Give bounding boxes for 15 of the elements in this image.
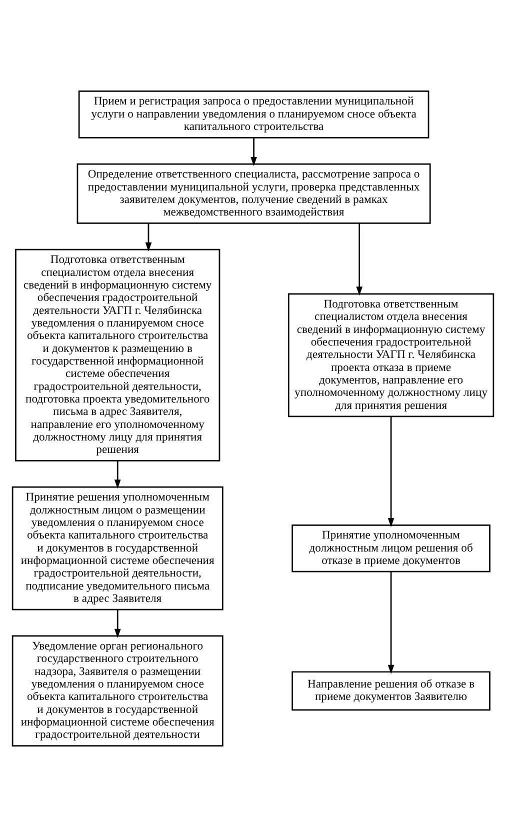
node-box: Направление решения об отказе в приеме документов Заявителю [292, 671, 490, 711]
node-box: Подготовка ответственным специалистом отдела внесения сведений в информационную систему обеспечения градостроительной деятельности УАГП г. Челябинска уведомления о планируемом сносе объекта капитального строительства и документов к размещению в государственной информационной системе обеспечения градостроительной деятельности, подготовка проекта уведомительного письма в адрес Заявителя, направление его уполномоченному должностному лицу для принятия решения [15, 248, 220, 462]
node-box: Определение ответственного специалиста, рассмотрение запроса о предоставлении муниципальной услуги, проверка представленных заявителем документов, получение сведений в рамках межведомственного взаимодействия [76, 163, 431, 224]
node-box: Уведомление орган регионального государственного строительного надзора, Заявителя о размещении уведомления о планируемом сносе объекта капитального строительства и документов в государственной информационной системе обеспечения градостроительной деятельности [12, 635, 224, 746]
arrow [114, 610, 121, 638]
node-box: Принятие уполномоченным должностным лицом решения об отказе в приеме документов [292, 524, 490, 572]
arrow [388, 572, 394, 674]
arrow [250, 138, 257, 166]
arrow [356, 223, 363, 296]
arrow [114, 460, 121, 489]
node-box: Принятие решения уполномоченным должностным лицом о размещении уведомления о планируемом сносе объекта капитального строительства и документов в государственной информационной системе обеспечения градостроительной деятельности, подписание уведомительного письма в адрес Заявителя [12, 486, 224, 610]
arrow [145, 223, 152, 252]
node-box: Прием и регистрация запроса о предоставлении муниципальной услуги о направлении уведомления о планируемом сносе объекта капитального строительства [78, 90, 430, 138]
arrow [388, 416, 394, 528]
node-box: Подготовка ответственным специалистом отдела внесения сведений в информационную систему обеспечения градостроительной деятельности УАГП г. Челябинска проекта отказа в приеме документов, направление его уполномоченному должностному лицу для принятия решения [288, 293, 494, 418]
